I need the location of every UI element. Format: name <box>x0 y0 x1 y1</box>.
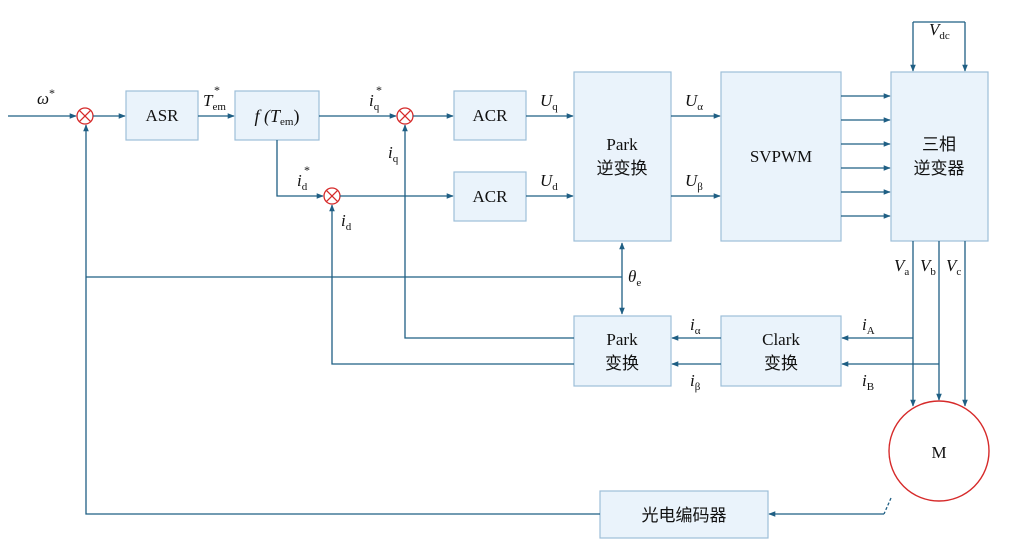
theta-e-label: θe <box>628 267 641 289</box>
svpwm-label: SVPWM <box>750 147 812 166</box>
uq-label: Uq <box>540 91 558 113</box>
motor-label: M <box>931 443 946 462</box>
f-tem-block: f (Tem) <box>234 90 320 141</box>
park-block: Park 变换 <box>573 315 672 387</box>
clark-block: Clark 变换 <box>720 315 842 387</box>
inverter-label-1: 三相 <box>922 135 956 155</box>
iq-ref-star: * <box>376 83 382 97</box>
vb-label: Vb <box>920 256 936 278</box>
acr-q-label: ACR <box>473 106 509 125</box>
ia-label: iA <box>862 315 875 337</box>
inverter-label-2: 逆变器 <box>914 159 965 179</box>
clark-label-2: 变换 <box>764 354 798 374</box>
ualpha-label: Uα <box>685 91 703 113</box>
ud-label: Ud <box>540 171 558 193</box>
va-label: Va <box>894 256 909 278</box>
park-inverse-label-2: 逆变换 <box>597 159 648 179</box>
vc-label: Vc <box>946 256 961 278</box>
acr-q-block: ACR <box>453 90 527 141</box>
park-label-2: 变换 <box>605 354 639 374</box>
ib-label: iB <box>862 371 874 393</box>
tem-ref-star: * <box>214 83 220 97</box>
tem-ref-label: Tem <box>203 91 226 113</box>
iq-ref-label: iq <box>369 91 380 113</box>
id-ref-label: id <box>297 171 308 193</box>
clark-label-1: Clark <box>762 330 800 349</box>
inverter-block: 三相 逆变器 <box>890 71 989 242</box>
park-inverse-block: Park 逆变换 <box>573 71 672 242</box>
asr-label: ASR <box>145 106 179 125</box>
encoder-label: 光电编码器 <box>642 506 727 526</box>
vdc-label: Vdc <box>929 20 950 42</box>
iq-feedback-label: iq <box>388 143 399 165</box>
svpwm-block: SVPWM <box>720 71 842 242</box>
park-inverse-label-1: Park <box>606 135 638 154</box>
asr-block: ASR <box>125 90 199 141</box>
motor: M <box>888 400 990 502</box>
park-label-1: Park <box>606 330 638 349</box>
ialpha-label: iα <box>690 315 701 337</box>
acr-d-block: ACR <box>453 171 527 222</box>
f-tem-label: f (Tem) <box>255 106 300 128</box>
q-current-summer <box>396 107 414 125</box>
encoder-block: 光电编码器 <box>599 490 769 539</box>
acr-d-label: ACR <box>473 187 509 206</box>
signal-lines <box>8 21 968 517</box>
d-current-summer <box>323 187 341 205</box>
id-feedback-label: id <box>341 211 352 233</box>
ibeta-label: iβ <box>690 371 701 393</box>
id-ref-star: * <box>304 163 310 177</box>
omega-ref-label: ω* <box>37 86 55 108</box>
ubeta-label: Uβ <box>685 171 703 193</box>
speed-summer <box>76 107 94 125</box>
